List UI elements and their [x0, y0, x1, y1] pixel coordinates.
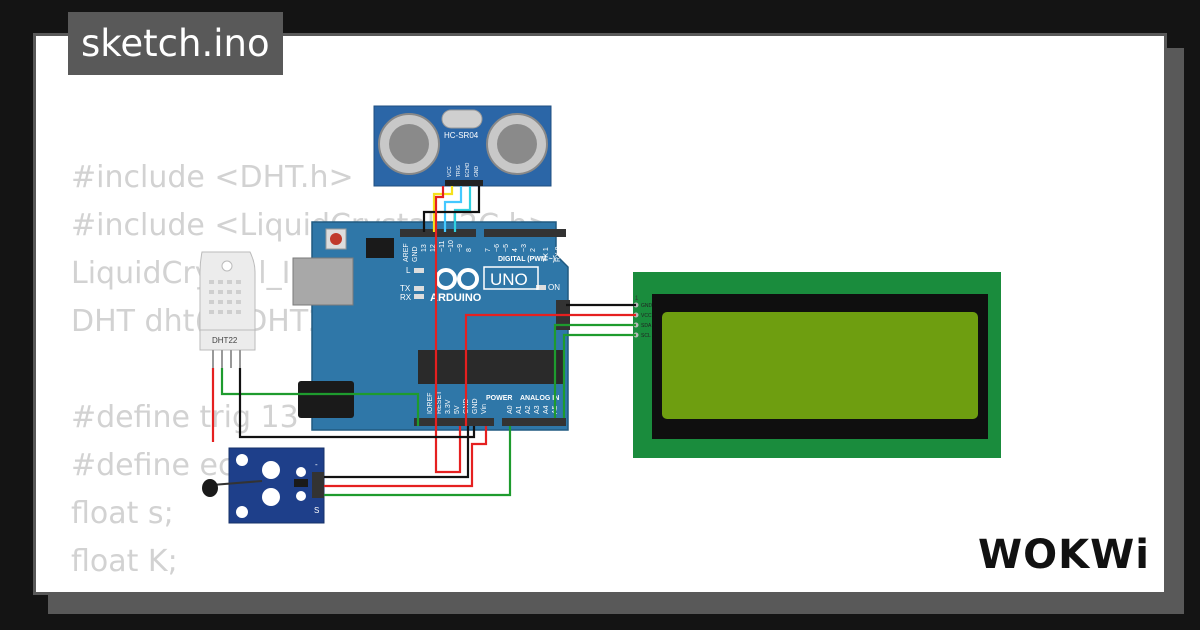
power-jack: [298, 381, 354, 418]
digital-header-left: [400, 229, 476, 237]
pin-label: TX 1: [543, 247, 550, 262]
pin-label: 2: [530, 248, 537, 252]
pin-label: 8: [466, 248, 473, 252]
pin-label: GND: [474, 166, 480, 178]
pin-label: RX 0: [555, 246, 562, 262]
wokwi-logo-text: WOKWi: [978, 532, 1148, 578]
sketch-title[interactable]: sketch.ino: [68, 12, 283, 75]
pin-label: VCC: [447, 166, 453, 177]
lcd-display[interactable]: 1 GND VCC SDA SCL: [633, 272, 1001, 458]
reset-button[interactable]: [330, 233, 342, 245]
power-header: [414, 418, 494, 426]
pin-label: ~3: [521, 244, 528, 252]
ntc-signal-label: S: [314, 506, 319, 515]
pin-label: IOREF: [427, 393, 434, 414]
pin-label: RESET: [436, 390, 443, 414]
arduino-uno[interactable]: L TX RX ON ARDUINO UNO DIGITAL (PWM ~) P…: [292, 221, 570, 431]
thermistor-icon: [202, 479, 218, 497]
pin-label: ECHO: [465, 162, 471, 177]
lcd-pin-index: 1: [635, 296, 639, 302]
ultrasonic-label: HC-SR04: [444, 131, 479, 140]
pin-label: ~9: [457, 244, 464, 252]
pin-label: A2: [525, 405, 532, 414]
pin-label: 3.3V: [445, 399, 452, 414]
rx-label: RX: [400, 293, 412, 302]
lcd-pin-label: SDA: [641, 323, 652, 329]
pin-label: Vin: [481, 404, 488, 414]
pin-label: ~11: [439, 241, 446, 252]
pin-label: A3: [534, 405, 541, 414]
pin-label: ~6: [494, 244, 501, 252]
analog-header-label: ANALOG IN: [520, 395, 559, 402]
pin-label: AREF: [403, 243, 410, 262]
atmega-chip: [418, 350, 564, 384]
dht22-sensor[interactable]: DHT22: [199, 251, 256, 368]
lcd-pin-label: SCL: [641, 333, 651, 339]
lcd-pin-label: VCC: [641, 313, 652, 319]
pin-label: GND: [412, 246, 419, 262]
code-line: #define trig 13: [71, 400, 299, 435]
code-line: float s;: [71, 496, 174, 531]
code-background: #include <DHT.h> #include <LiquidCrystal…: [71, 154, 553, 592]
l-label: L: [406, 266, 411, 275]
pin-label: TRIG: [456, 165, 462, 177]
on-label: ON: [548, 283, 560, 292]
ntc-minus-label: -: [315, 460, 318, 469]
tx-label: TX: [400, 284, 411, 293]
code-line: #include <DHT.h>: [71, 160, 354, 195]
wokwi-logo: WOKWi: [978, 532, 1148, 578]
digital-header-label: DIGITAL (PWM ~): [498, 256, 555, 263]
ntc-sensor-module[interactable]: - S: [202, 447, 325, 524]
usb-port: [292, 257, 354, 306]
digital-header-right: [484, 229, 566, 237]
pin-label: A4: [543, 405, 550, 414]
power-header-label: POWER: [486, 395, 512, 402]
pin-label: A1: [516, 405, 523, 414]
ultrasonic-sensor[interactable]: HC-SR04 VCC TRIG ECHO GND: [373, 105, 552, 187]
lcd-screen: [662, 312, 978, 419]
pin-label: ~10: [448, 240, 455, 252]
lcd-pin-label: GND: [641, 303, 653, 309]
arduino-brand: ARDUINO: [430, 292, 482, 304]
code-line: float K;: [71, 544, 178, 579]
pin-label: 13: [421, 244, 428, 252]
arduino-model: UNO: [490, 270, 528, 289]
pin-label: 5V: [454, 405, 461, 414]
pin-label: 4: [512, 248, 519, 252]
pin-label: GND: [472, 398, 479, 414]
wires: [211, 186, 636, 497]
dht-label: DHT22: [212, 336, 238, 345]
pin-label: A0: [507, 405, 514, 414]
pin-label: 12: [430, 244, 437, 252]
pin-label: ~5: [503, 244, 510, 252]
pin-label: 7: [485, 248, 492, 252]
analog-header: [502, 418, 566, 426]
